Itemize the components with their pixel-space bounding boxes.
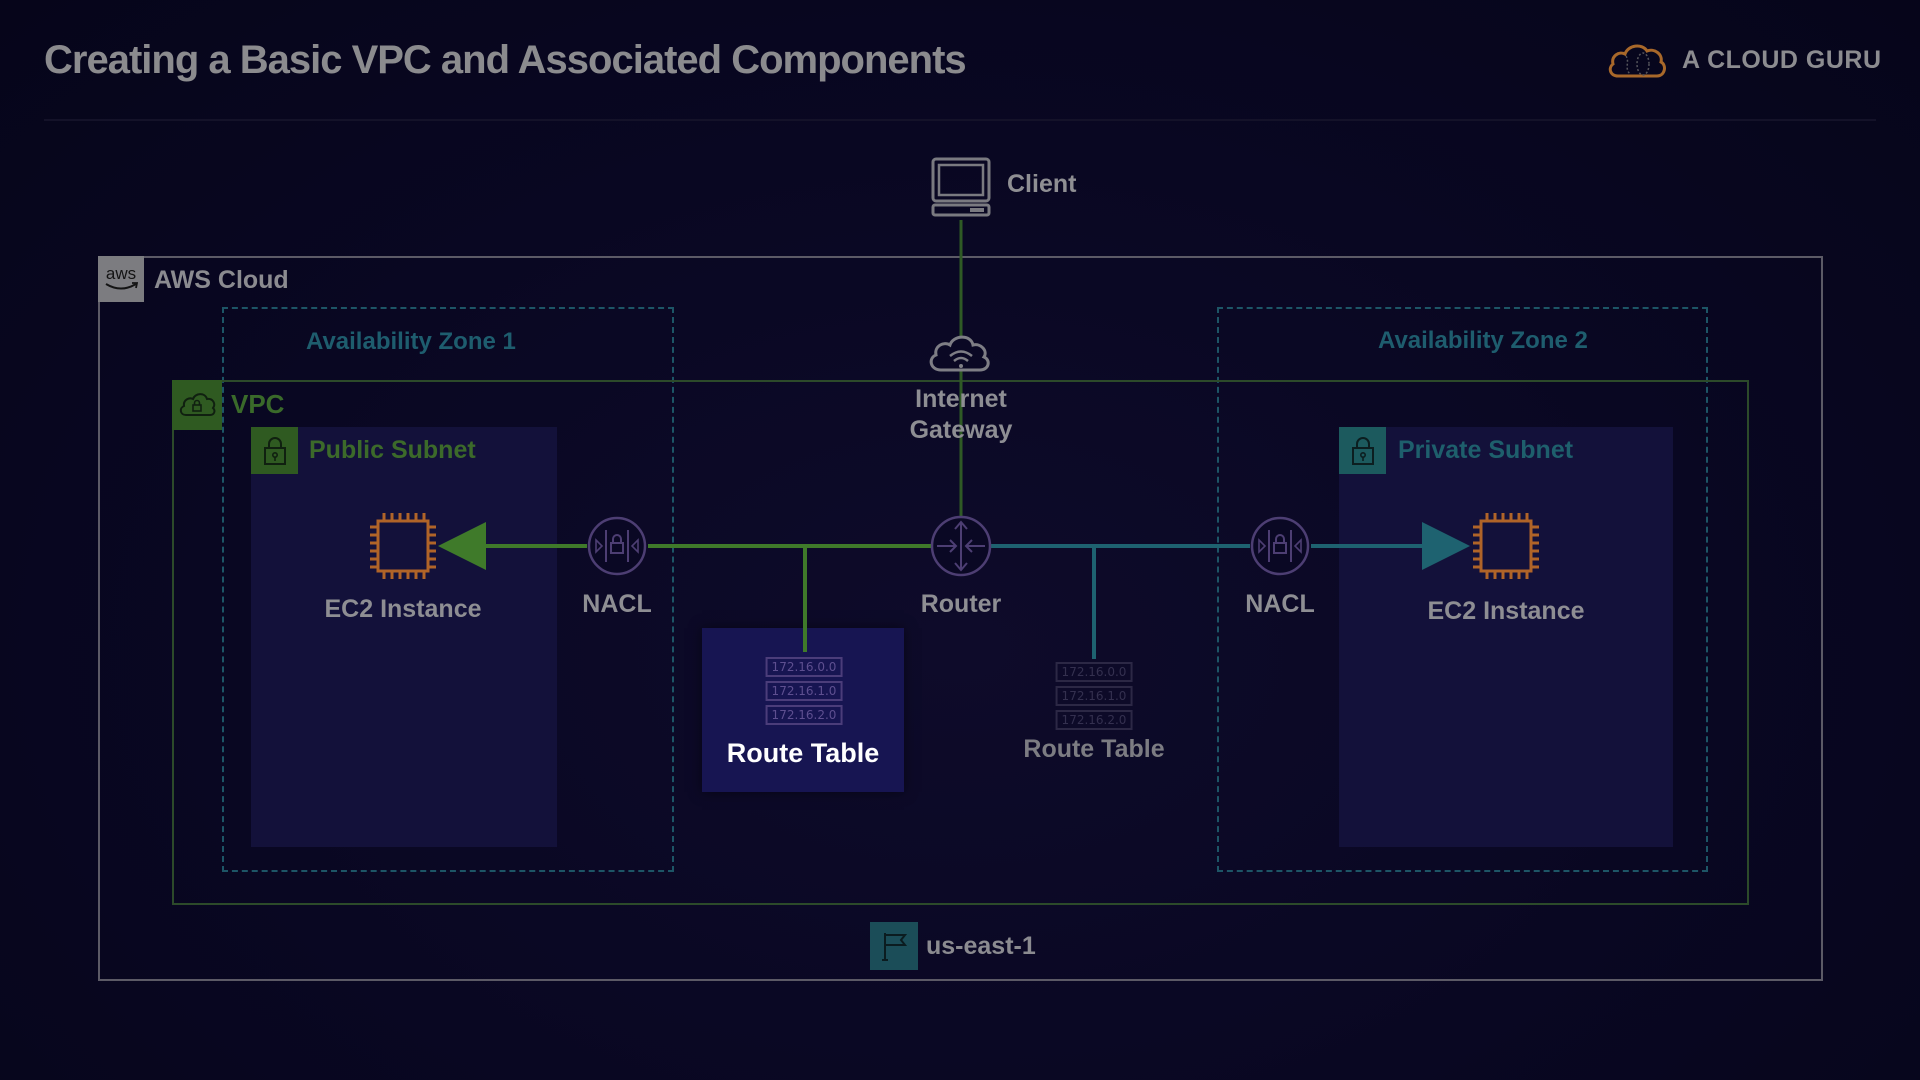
route-table-2-label: Route Table [1023, 735, 1165, 763]
public-subnet-badge [251, 427, 298, 474]
lock-icon [263, 436, 286, 465]
aws-logo-icon: aws [105, 264, 139, 290]
route-table-1-label: Route Table [726, 738, 880, 768]
brand-logo: A CLOUD GURU [1606, 38, 1882, 82]
route-entry: 172.16.1.0 [765, 681, 843, 701]
public-subnet-label: Public Subnet [309, 436, 476, 464]
availability-zone-1 [222, 307, 674, 872]
page-title: Creating a Basic VPC and Associated Comp… [44, 38, 967, 82]
route-entry: 172.16.2.0 [765, 705, 843, 725]
route-entry: 172.16.1.0 [1055, 686, 1133, 706]
private-subnet-badge [1339, 427, 1386, 474]
private-subnet [1339, 427, 1673, 847]
client-label: Client [1007, 170, 1077, 198]
cloud-logo-icon [1608, 44, 1666, 78]
nacl2-label: NACL [1245, 590, 1315, 618]
nacl1-label: NACL [582, 590, 652, 618]
aws-cloud-label: AWS Cloud [154, 266, 289, 294]
router-label: Router [920, 590, 1002, 618]
ec2-instance-2-label: EC2 Instance [1427, 597, 1585, 625]
flag-icon [882, 933, 908, 961]
lock-icon [1351, 436, 1374, 465]
route-entry: 172.16.2.0 [1055, 710, 1133, 730]
client-node[interactable] [930, 156, 992, 218]
route-table-2-routes: 172.16.0.0 172.16.1.0 172.16.2.0 [1055, 662, 1133, 730]
route-table-highlight [702, 628, 904, 792]
region-badge [870, 922, 918, 970]
internet-gateway-label: Internet Gateway [910, 384, 1013, 446]
private-subnet-label: Private Subnet [1398, 436, 1574, 464]
igw-label-line2: Gateway [909, 416, 1013, 444]
aws-badge: aws [98, 256, 144, 302]
availability-zone-2 [1217, 307, 1708, 872]
vpc-badge [172, 380, 222, 430]
ec2-instance-1-label: EC2 Instance [324, 595, 482, 623]
route-entry: 172.16.0.0 [765, 657, 843, 677]
title-divider [44, 119, 1876, 121]
az2-label: Availability Zone 2 [1378, 327, 1588, 354]
route-table-1-routes: 172.16.0.0 172.16.1.0 172.16.2.0 [765, 657, 843, 725]
public-subnet [251, 427, 557, 847]
computer-icon [931, 157, 991, 217]
vpc-label: VPC [231, 389, 285, 419]
brand-name: A CLOUD GURU [1682, 45, 1882, 74]
az1-label: Availability Zone 1 [306, 328, 516, 355]
svg-text:aws: aws [106, 264, 136, 283]
igw-label-line1: Internet [915, 385, 1007, 413]
vpc-cloud-lock-icon [179, 393, 216, 416]
route-entry: 172.16.0.0 [1055, 662, 1133, 682]
region-label: us-east-1 [926, 932, 1036, 960]
